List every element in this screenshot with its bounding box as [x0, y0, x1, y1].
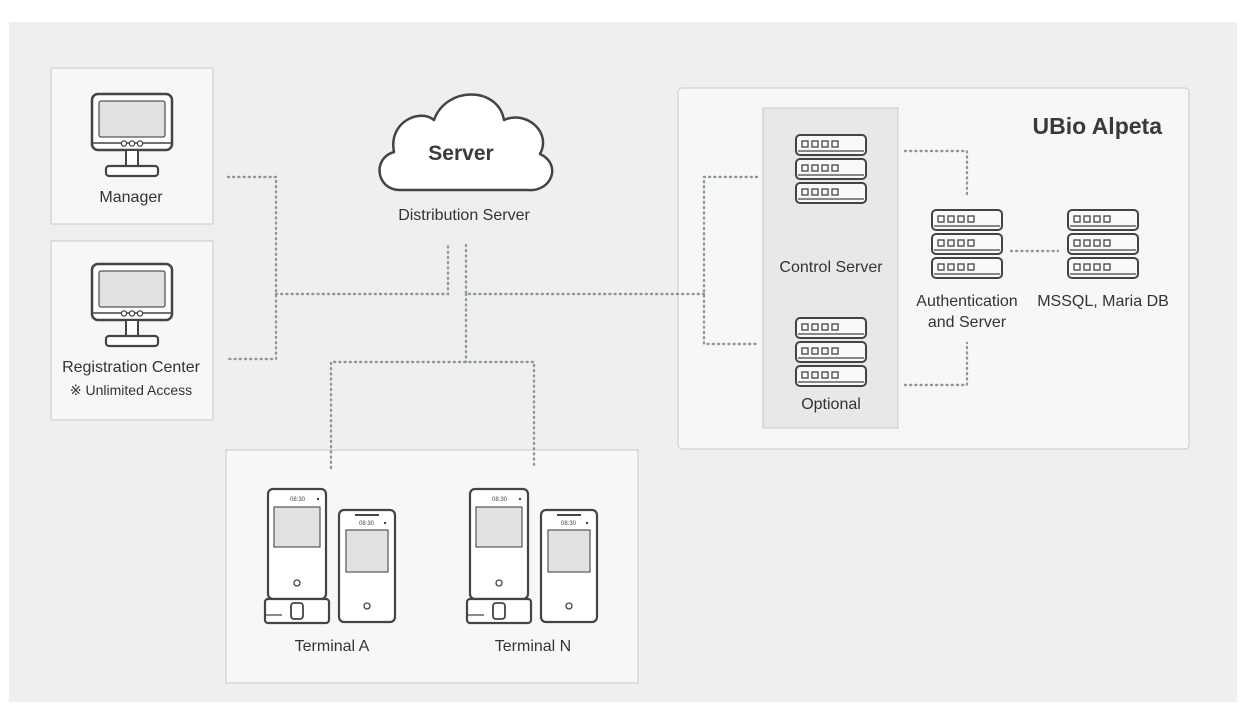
connectors [226, 149, 1060, 470]
connector-terminals [329, 360, 536, 470]
terminal-n-tall-icon [465, 487, 533, 625]
database-server-rack-icon [1067, 209, 1139, 279]
connector-clients [226, 175, 278, 361]
optional-label: Optional [801, 396, 861, 413]
authentication-label-line1: Authentication [916, 293, 1017, 310]
connector-control-servers [702, 175, 759, 346]
connector-control-to-auth [903, 149, 969, 197]
database-label: MSSQL, Maria DB [1037, 293, 1169, 310]
ubio-alpeta-title: UBio Alpeta [1033, 113, 1163, 139]
cloud-icon [378, 93, 554, 192]
terminal-a-label: Terminal A [295, 638, 370, 655]
terminal-a-short-icon [337, 508, 397, 624]
distribution-server-label: Distribution Server [398, 207, 530, 224]
registration-center-label: Registration Center [62, 359, 201, 376]
unlimited-access-note: ※ Unlimited Access [70, 382, 192, 398]
optional-server-rack-icon [795, 317, 867, 387]
terminal-n-short-icon [539, 508, 599, 624]
manager-label: Manager [99, 189, 163, 206]
control-server-rack-icon [795, 134, 867, 204]
cloud-server-label: Server [428, 142, 493, 165]
authentication-label-line2: and Server [928, 314, 1007, 331]
connector-optional-to-auth [903, 341, 969, 387]
control-server-label: Control Server [779, 259, 883, 276]
authentication-server-rack-icon [931, 209, 1003, 279]
terminal-n-label: Terminal N [495, 638, 571, 655]
connector-clients-to-distribution [274, 243, 450, 296]
terminal-a-tall-icon [263, 487, 331, 625]
